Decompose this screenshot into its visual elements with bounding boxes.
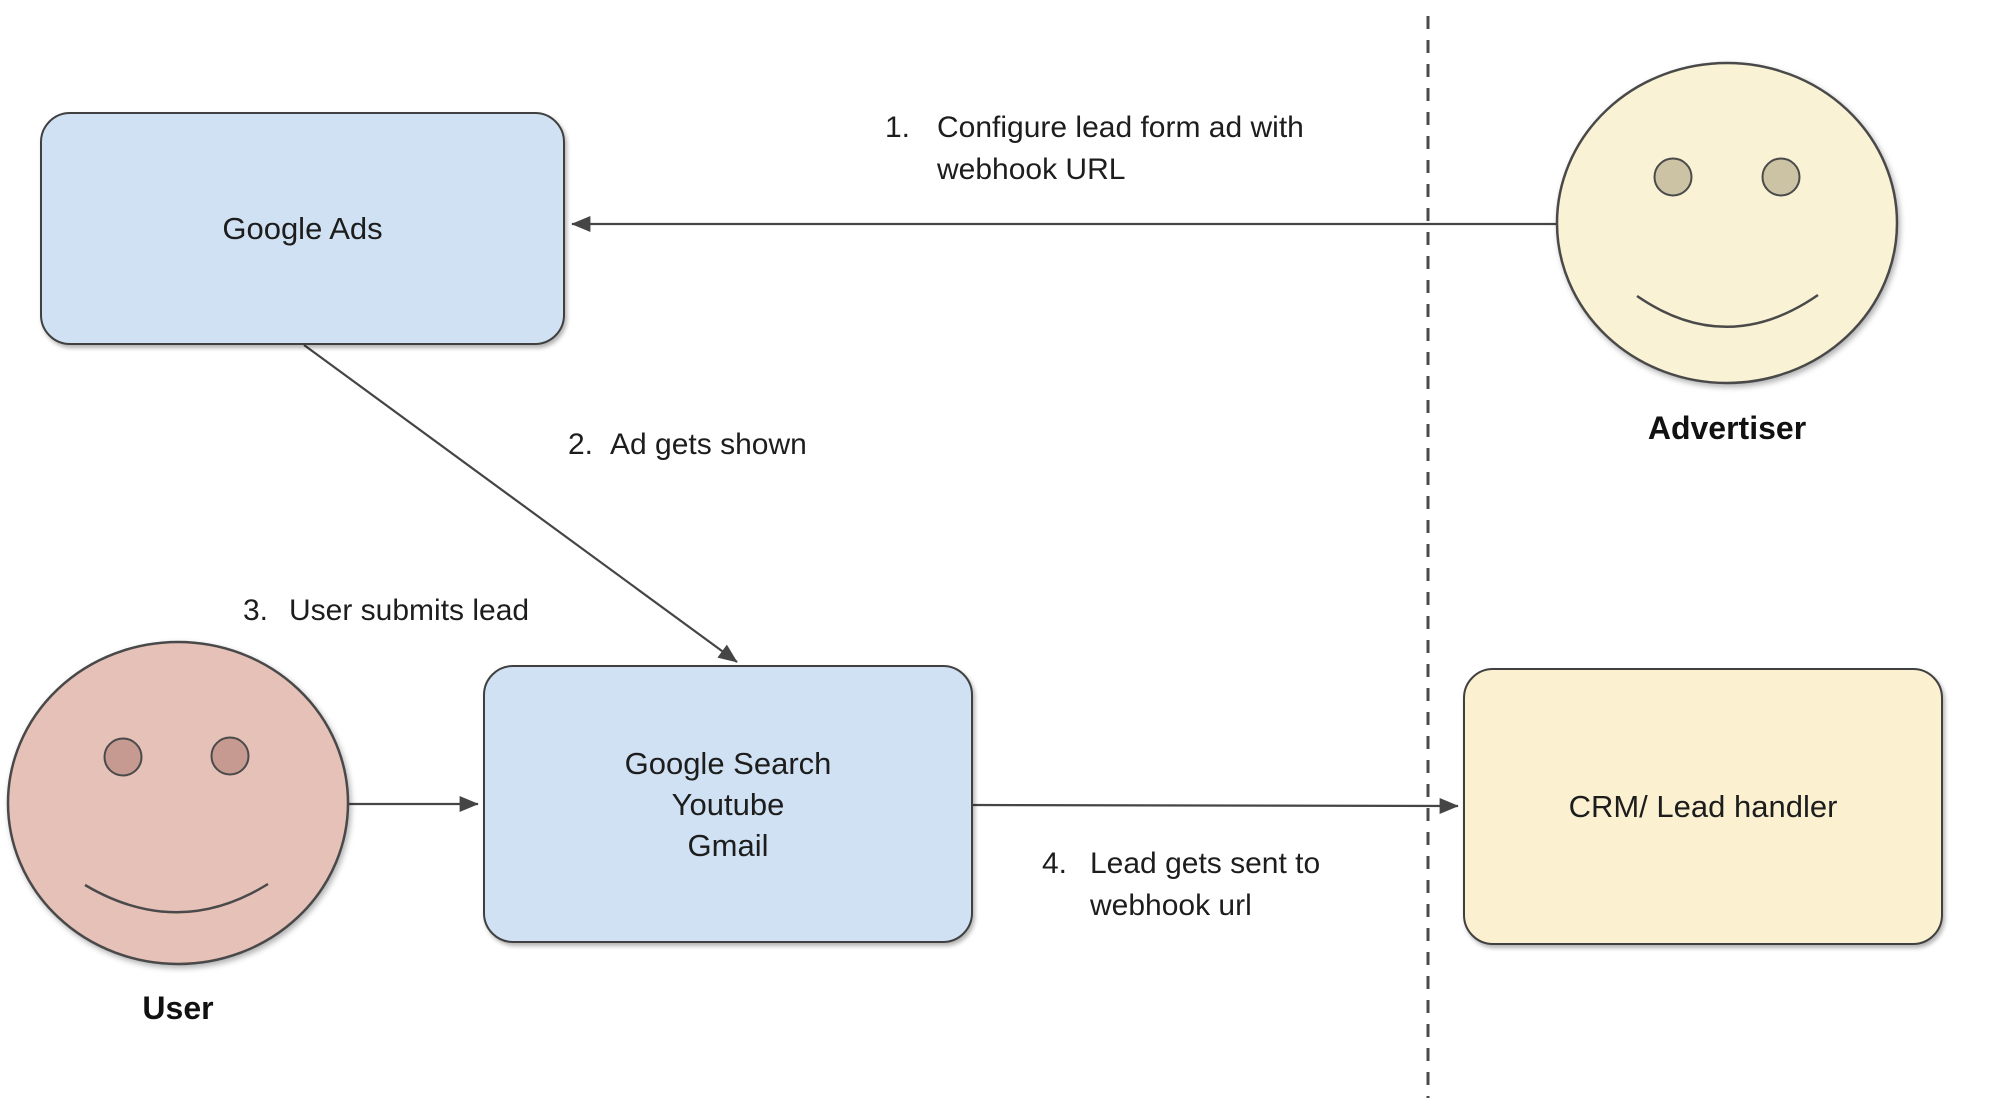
step4-label: 4. Lead gets sent to webhook url [1042, 843, 1320, 927]
step1-line2: webhook URL [937, 153, 1126, 186]
step1-label: 1. Configure lead form ad with webhook U… [885, 107, 1304, 191]
user-left-eye [103, 737, 143, 777]
crm-node: CRM/ Lead handler [1463, 668, 1943, 945]
step4-text: Lead gets sent to webhook url [1090, 843, 1320, 927]
step4-number: 4. [1042, 847, 1068, 880]
step4-arrow [972, 797, 1459, 814]
step3-number: 3. [243, 594, 269, 627]
step4-line2: webhook url [1090, 889, 1252, 922]
advertiser-head [1555, 61, 1899, 385]
step2-label: 2. Ad gets shown [568, 424, 807, 466]
step3-text: User submits lead [289, 590, 529, 632]
advertiser-smile [1636, 293, 1819, 328]
advertiser-right-eye [1761, 157, 1801, 197]
step4-line1: Lead gets sent to [1090, 847, 1321, 880]
platforms-node: Google Search Youtube Gmail [483, 665, 973, 943]
platforms-line-gmail: Gmail [687, 827, 769, 863]
user-head [6, 640, 350, 966]
platforms-line-search: Google Search [624, 745, 832, 781]
step2-number: 2. [568, 428, 594, 461]
step2-line1: Ad gets shown [610, 428, 807, 461]
platforms-line-youtube: Youtube [671, 786, 785, 822]
step1-number: 1. [885, 111, 911, 144]
step2-arrow [303, 344, 738, 663]
user-right-eye [210, 736, 250, 776]
advertiser-caption: Advertiser [1647, 410, 1807, 446]
user-smile [84, 882, 269, 914]
step1-line1: Configure lead form ad with [937, 111, 1304, 144]
step1-text: Configure lead form ad with webhook URL [937, 107, 1304, 191]
step2-text: Ad gets shown [610, 424, 807, 466]
step3-line1: User submits lead [289, 594, 530, 627]
advertiser-face-icon [1555, 61, 1899, 385]
user-face-icon [6, 640, 350, 966]
advertiser-left-eye [1653, 157, 1693, 197]
step3-label: 3. User submits lead [243, 590, 529, 632]
platforms-label: Google Search Youtube Gmail [625, 743, 832, 866]
crm-label: CRM/ Lead handler [1568, 789, 1838, 824]
google-ads-label: Google Ads [222, 211, 383, 246]
google-ads-node: Google Ads [40, 112, 565, 345]
user-caption: User [142, 990, 214, 1026]
